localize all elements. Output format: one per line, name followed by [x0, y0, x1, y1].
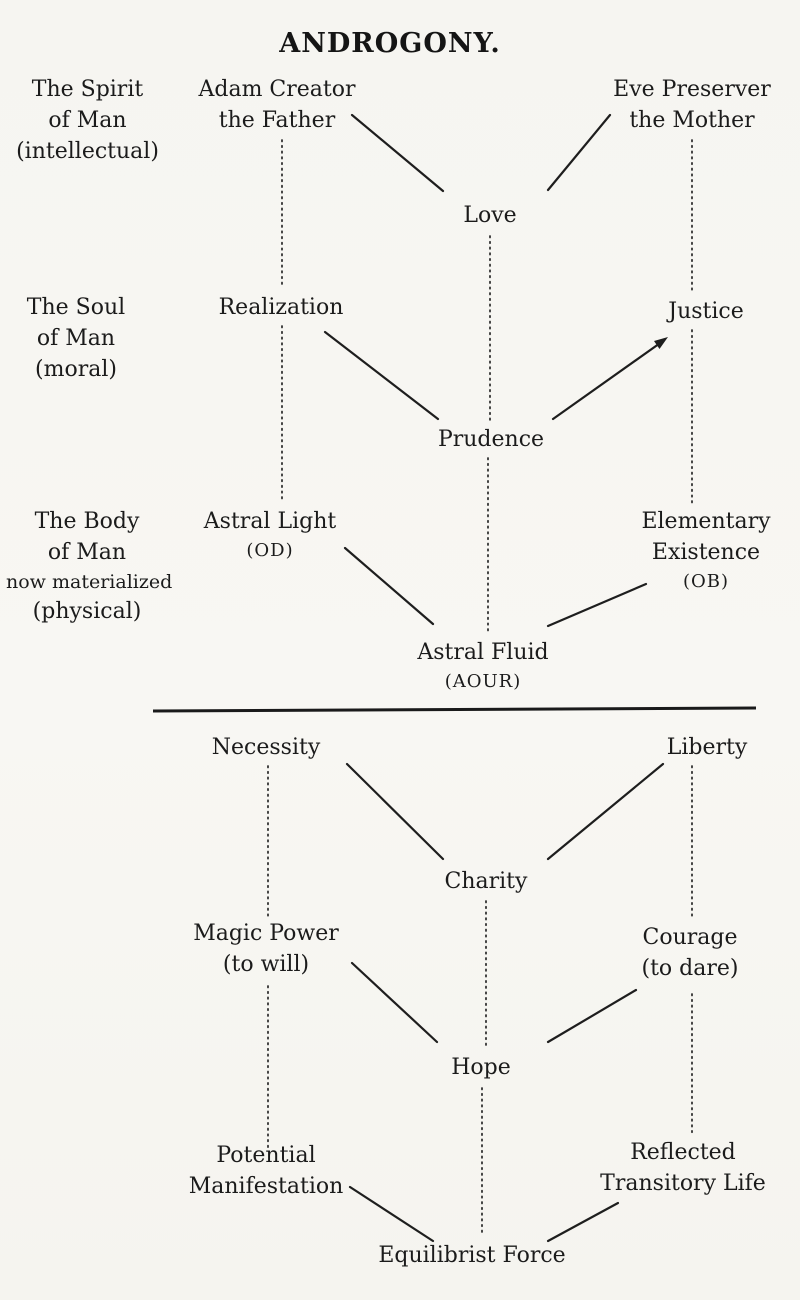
text-line: now materialized [6, 571, 173, 593]
text-line: Adam Creator [198, 77, 356, 102]
connector-potential-equilibrist [348, 1185, 435, 1243]
text-line: (intellectual) [16, 139, 159, 164]
text-line: (OD) [246, 540, 294, 561]
text-line: The Spirit [31, 77, 144, 102]
node-potential-manifestation: Potential Manifestation [146, 1140, 386, 1202]
node-astral-light: Astral Light (OD) [170, 506, 370, 565]
section-divider-rule [152, 706, 757, 713]
node-necessity: Necessity [211, 735, 321, 760]
text-line: Eve Preserver [613, 77, 771, 102]
text-line: Elementary [641, 509, 771, 534]
text-line: Reflected [630, 1140, 736, 1165]
node-elementary-existence: Elementary Existence (OB) [606, 506, 800, 596]
text-line: the Mother [629, 108, 755, 133]
arrowhead-toward-justice [654, 337, 668, 349]
connector-magic-power-hope [350, 961, 439, 1044]
connector-elementary-astral-fluid [546, 582, 648, 628]
row-label-spirit-of-man: The Spirit of Man (intellectual) [5, 74, 170, 167]
connector-courage-hope [546, 988, 638, 1044]
node-eve-preserver: Eve Preserver the Mother [592, 74, 792, 136]
text-line: Potential [216, 1143, 316, 1168]
text-line: (AOUR) [444, 671, 522, 692]
text-line: Astral Fluid [417, 640, 549, 665]
node-reflected-transitory-life: Reflected Transitory Life [563, 1137, 800, 1199]
text-line: Astral Light [203, 509, 337, 534]
node-love: Love [463, 203, 517, 228]
text-line: (moral) [35, 357, 117, 382]
node-astral-fluid: Astral Fluid (AOUR) [373, 637, 593, 696]
text-line: of Man [48, 108, 127, 133]
text-line: The Soul [26, 295, 126, 320]
connector-astral-light-astral-fluid [343, 546, 435, 626]
connector-reflected-equilibrist [546, 1201, 620, 1243]
row-label-soul-of-man: The Soul of Man (moral) [6, 292, 146, 385]
text-line: Transitory Life [600, 1171, 766, 1196]
connector-adam-love [350, 113, 445, 193]
connector-eve-love [546, 113, 612, 192]
text-line: of Man [47, 540, 127, 565]
node-magic-power: Magic Power (to will) [156, 918, 376, 980]
node-justice: Justice [668, 299, 744, 324]
node-courage: Courage (to dare) [600, 922, 780, 984]
text-line: the Father [218, 108, 336, 133]
text-line: (OB) [682, 571, 730, 592]
connector-realization-prudence [323, 330, 440, 421]
page-title: ANDROGONY. [279, 28, 501, 59]
text-line: Magic Power [193, 921, 339, 946]
text-line: (to dare) [641, 956, 739, 981]
connector-prudence-justice [551, 339, 665, 421]
text-line: (physical) [32, 599, 142, 624]
text-line: Manifestation [188, 1174, 344, 1199]
node-liberty: Liberty [666, 735, 748, 760]
connector-liberty-charity [546, 762, 665, 861]
text-line: (to will) [222, 952, 310, 977]
node-adam-creator: Adam Creator the Father [177, 74, 377, 136]
node-hope: Hope [451, 1055, 511, 1080]
node-realization: Realization [218, 295, 344, 320]
node-equilibrist-force: Equilibrist Force [378, 1243, 566, 1268]
text-line: The Body [34, 509, 140, 534]
node-prudence: Prudence [437, 427, 545, 452]
text-line: Existence [651, 540, 761, 565]
text-line: of Man [36, 326, 116, 351]
node-charity: Charity [444, 869, 528, 894]
text-line: Courage [642, 925, 738, 950]
connector-necessity-charity [345, 762, 445, 861]
row-label-body-of-man: The Body of Man now materialized (physic… [6, 506, 173, 627]
